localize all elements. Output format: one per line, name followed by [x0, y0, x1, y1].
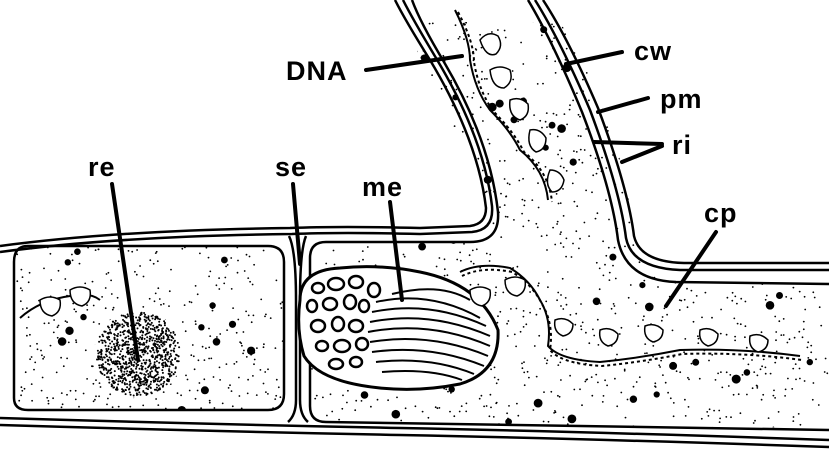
- leader-ri-2: [622, 146, 662, 162]
- label-pm: pm: [660, 84, 703, 114]
- label-cw: cw: [634, 36, 672, 66]
- label-ri: ri: [672, 130, 692, 160]
- leader-pm: [598, 98, 648, 112]
- label-me: me: [362, 172, 403, 202]
- label-re: re: [88, 152, 116, 182]
- label-dna: DNA: [286, 56, 348, 86]
- leader-ri-1: [594, 142, 662, 144]
- label-cp: cp: [704, 198, 738, 228]
- label-se: se: [275, 152, 307, 182]
